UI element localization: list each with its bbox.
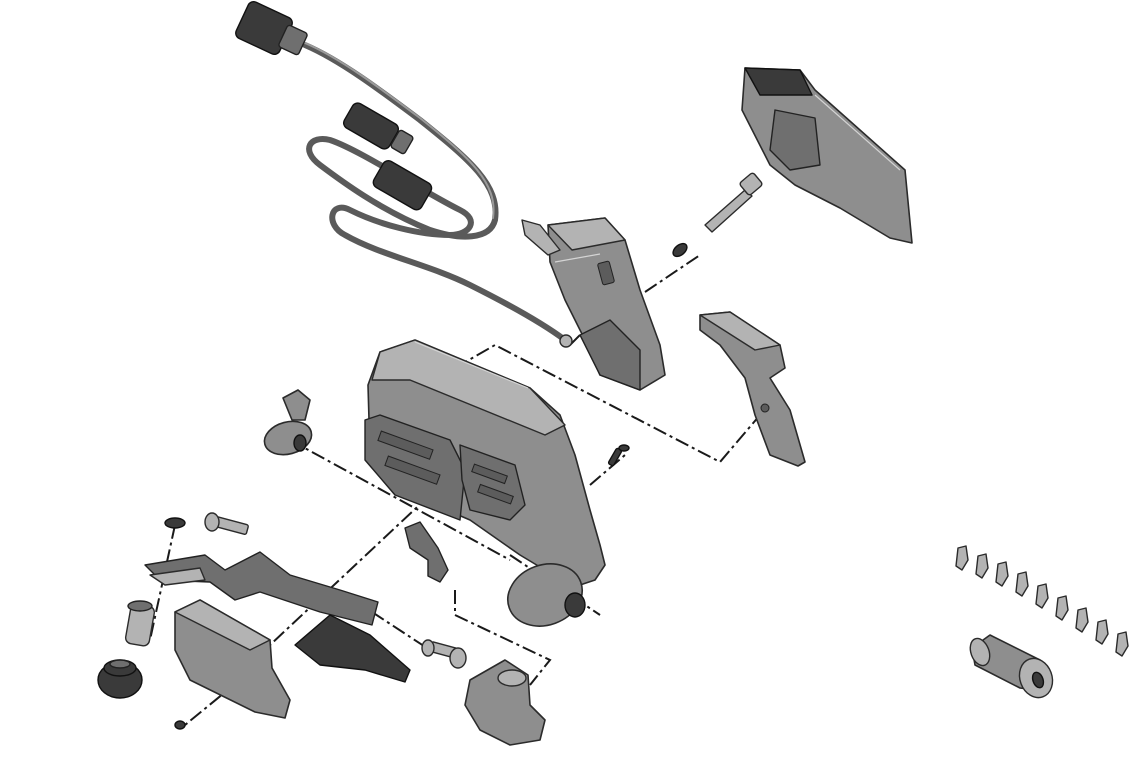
mounting-screw-icon: [672, 172, 763, 258]
clamp-cap-icon: [464, 659, 546, 746]
hook-clip-icon: [404, 521, 449, 583]
main-housing-icon: [364, 339, 606, 627]
side-bracket-icon: [699, 311, 806, 467]
handlebar-bracket-icon: [144, 512, 411, 683]
knob-bolt-icon: [263, 389, 313, 456]
rubber-grommet-icon: [97, 659, 143, 699]
cover-plate-icon: [741, 67, 913, 244]
front-cover-icon: [174, 599, 291, 730]
connector-cable-icon: [235, 1, 573, 348]
lock-cylinder-icon: [969, 634, 1054, 699]
spacer-sleeve-icon: [124, 600, 156, 647]
small-screw-icon: [607, 444, 630, 467]
mount-cradle-icon: [521, 217, 666, 391]
key-insert-set-icon: [955, 545, 1129, 657]
short-bolt-icon: [421, 639, 467, 669]
assembly-leader-lines: [149, 254, 761, 726]
